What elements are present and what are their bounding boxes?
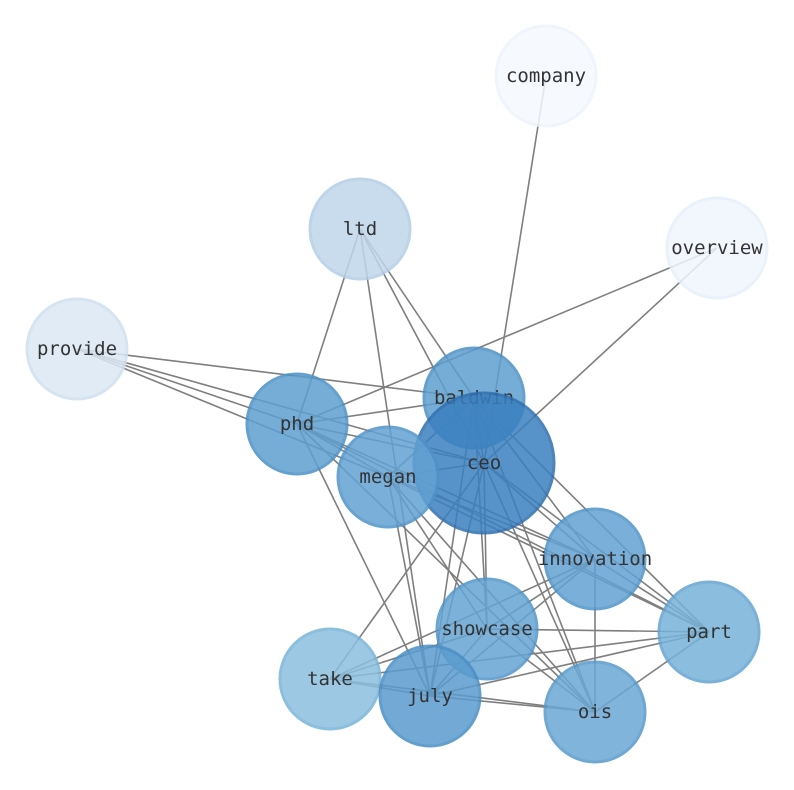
node-overview[interactable]: overview <box>665 196 769 300</box>
edge-overview-phd <box>296 247 718 425</box>
node-showcase[interactable]: showcase <box>435 577 539 681</box>
node-circle-provide[interactable] <box>25 297 129 401</box>
node-ois[interactable]: ois <box>543 660 647 764</box>
node-innovation[interactable]: innovation <box>538 507 652 611</box>
node-label-megan: megan <box>359 466 416 488</box>
node-label-phd: phd <box>280 413 314 435</box>
node-label-july: july <box>407 685 453 707</box>
node-take[interactable]: take <box>278 627 382 731</box>
node-circle-part[interactable] <box>657 580 761 684</box>
node-part[interactable]: part <box>657 580 761 684</box>
node-label-innovation: innovation <box>538 548 652 570</box>
node-circle-megan[interactable] <box>336 425 440 529</box>
node-label-part: part <box>686 621 732 643</box>
edge-layer <box>76 75 718 713</box>
node-circle-july[interactable] <box>378 644 482 748</box>
node-label-ltd: ltd <box>343 218 377 240</box>
node-phd[interactable]: phd <box>245 372 349 476</box>
node-label-take: take <box>307 668 353 690</box>
node-label-company: company <box>506 65 586 87</box>
node-july[interactable]: july <box>378 644 482 748</box>
node-ltd[interactable]: ltd <box>308 177 412 281</box>
node-label-ois: ois <box>578 701 612 723</box>
node-label-provide: provide <box>37 338 117 360</box>
node-provide[interactable]: provide <box>25 297 129 401</box>
node-circle-ois[interactable] <box>543 660 647 764</box>
node-circle-showcase[interactable] <box>435 577 539 681</box>
node-label-ceo: ceo <box>467 452 501 474</box>
node-megan[interactable]: megan <box>336 425 440 529</box>
node-label-overview: overview <box>671 237 763 259</box>
edge-provide-baldwin <box>76 348 475 399</box>
node-circle-ltd[interactable] <box>308 177 412 281</box>
node-company[interactable]: company <box>494 24 598 128</box>
node-circle-phd[interactable] <box>245 372 349 476</box>
node-label-showcase: showcase <box>441 618 533 640</box>
node-circle-company[interactable] <box>494 24 598 128</box>
node-layer: companyoverviewltdprovidebaldwinphdceome… <box>25 24 769 764</box>
node-circle-take[interactable] <box>278 627 382 731</box>
node-circle-overview[interactable] <box>665 196 769 300</box>
node-circle-innovation[interactable] <box>543 507 647 611</box>
